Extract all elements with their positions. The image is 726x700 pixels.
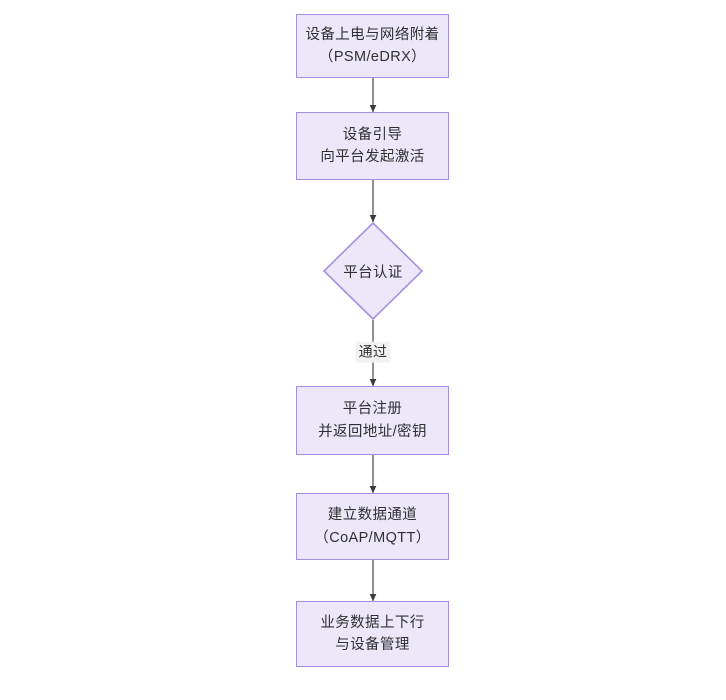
node-power-on-attach[interactable]: 设备上电与网络附着 （PSM/eDRX） [296,14,449,78]
node-label-line: 设备上电与网络附着 [305,26,440,43]
diamond-shape-icon [323,222,423,320]
node-label-line: 与设备管理 [335,637,410,653]
node-business-data-and-device-management[interactable]: 业务数据上下行 与设备管理 [296,601,449,667]
node-platform-registration[interactable]: 平台注册 并返回地址/密钥 [296,386,449,455]
node-label-line: 平台注册 [342,401,403,418]
node-label-line: 并返回地址/密钥 [318,423,427,440]
node-label-line: 平台认证 [343,264,403,281]
node-platform-auth-decision[interactable]: 平台认证 [323,222,423,320]
node-label-line: 向平台发起激活 [320,149,425,165]
node-label-line: 建立数据通道 [327,507,418,524]
edge-label-pass: 通过 [355,341,391,363]
node-label-line: 业务数据上下行 [320,614,425,631]
node-establish-data-channel[interactable]: 建立数据通道 （CoAP/MQTT） [296,493,449,560]
node-label-line: （PSM/eDRX） [318,49,427,65]
node-label-line: （CoAP/MQTT） [314,529,431,546]
node-device-bootstrap[interactable]: 设备引导 向平台发起激活 [296,112,449,180]
node-label-line: 设备引导 [342,126,403,143]
